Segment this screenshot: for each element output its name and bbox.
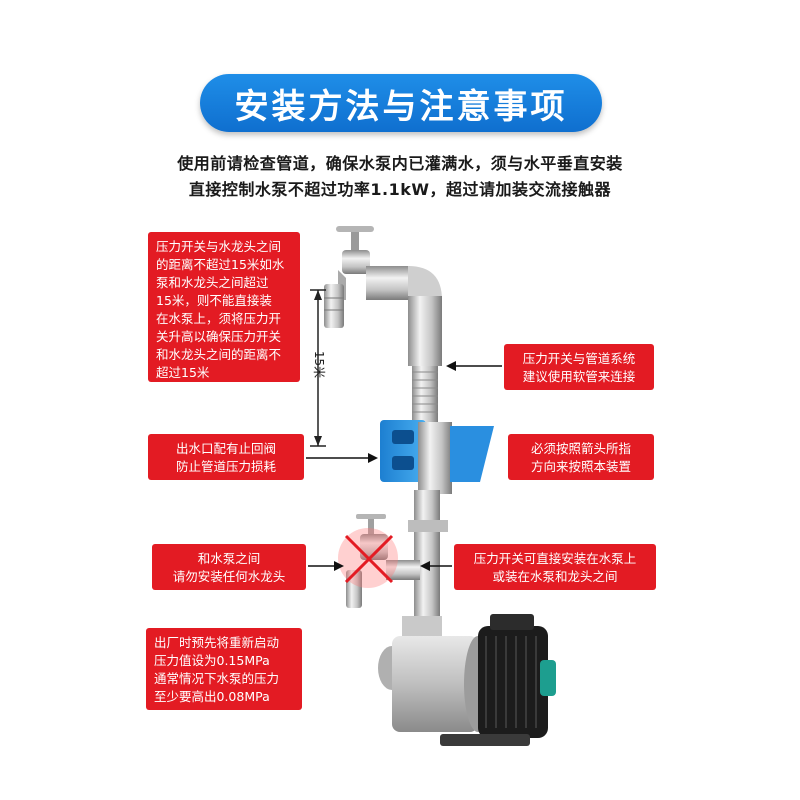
note-factory-pressure: 出厂时预先将重新启动 压力值设为0.15MPa 通常情况下水泵的压力 至少要高出… xyxy=(146,628,302,710)
note-distance-line: 在水泵上，须将压力开 xyxy=(156,311,282,326)
note-factory-line: 压力值设为0.15MPa xyxy=(154,653,270,668)
intro-line-2: 直接控制水泵不超过功率1.1kW，超过请加装交流接触器 xyxy=(188,180,612,199)
distance-label: 15米 xyxy=(312,350,327,379)
note-factory-line: 至少要高出0.08MPa xyxy=(154,689,270,704)
forbidden-faucet xyxy=(346,514,388,608)
note-hose: 压力开关与管道系统 建议使用软管来连接 xyxy=(504,344,654,390)
pressure-switch xyxy=(380,420,494,494)
top-faucet xyxy=(324,226,374,328)
note-factory-line: 通常情况下水泵的压力 xyxy=(154,671,280,686)
note-distance-line: 泵和水龙头之间超过 xyxy=(156,275,269,290)
note-check-valve-line: 防止管道压力损耗 xyxy=(175,459,276,474)
note-no-faucet-line: 请勿安装任何水龙头 xyxy=(172,569,286,584)
note-hose-line: 建议使用软管来连接 xyxy=(522,369,636,384)
note-no-faucet: 和水泵之间 请勿安装任何水龙头 xyxy=(152,544,306,590)
intro-line-1: 使用前请检查管道，确保水泵内已灌满水，须与水平垂直安装 xyxy=(177,154,623,173)
water-pump xyxy=(378,614,556,746)
note-mount-line: 或装在水泵和龙头之间 xyxy=(492,569,618,584)
note-arrow-direction-line: 方向来按照本装置 xyxy=(530,459,631,474)
note-arrow-direction-line: 必须按照箭头所指 xyxy=(530,441,631,456)
note-distance-line: 和水龙头之间的距离不 xyxy=(156,347,282,362)
note-distance-line: 关升高以确保压力开关 xyxy=(156,329,282,344)
note-check-valve-line: 出水口配有止回阀 xyxy=(175,441,276,456)
note-factory-line: 出厂时预先将重新启动 xyxy=(154,635,280,650)
note-mount: 压力开关可直接安装在水泵上 或装在水泵和龙头之间 xyxy=(454,544,656,590)
hose xyxy=(412,366,438,422)
note-mount-line: 压力开关可直接安装在水泵上 xyxy=(473,551,637,566)
note-hose-line: 压力开关与管道系统 xyxy=(522,351,636,366)
note-check-valve: 出水口配有止回阀 防止管道压力损耗 xyxy=(148,434,304,480)
page-title: 安装方法与注意事项 xyxy=(200,74,602,132)
note-distance-line: 超过15米 xyxy=(156,365,210,380)
note-distance-line: 压力开关与水龙头之间 xyxy=(156,239,282,254)
note-no-faucet-line: 和水泵之间 xyxy=(197,551,261,566)
note-distance-line: 15米，则不能直接装 xyxy=(156,293,272,308)
note-arrow-direction: 必须按照箭头所指 方向来按照本装置 xyxy=(508,434,654,480)
note-distance: 压力开关与水龙头之间 的距离不超过15米如水 泵和水龙头之间超过 15米，则不能… xyxy=(148,232,300,382)
note-distance-line: 的距离不超过15米如水 xyxy=(156,257,285,272)
